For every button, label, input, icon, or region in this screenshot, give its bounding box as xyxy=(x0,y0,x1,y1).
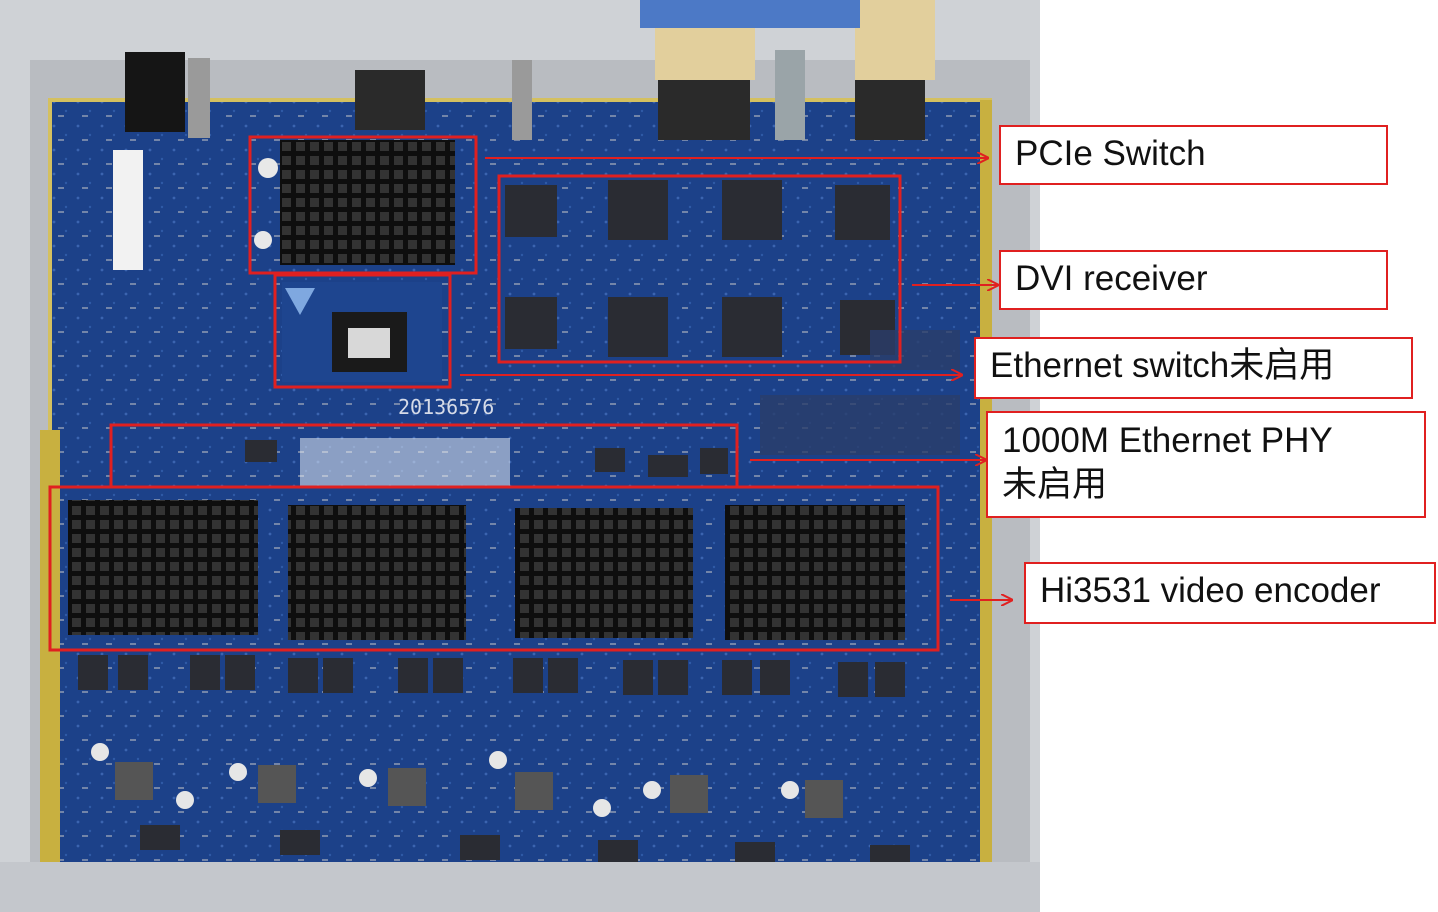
power-connector xyxy=(125,52,185,132)
callout-pcie-switch: PCIe Switch xyxy=(999,125,1388,185)
highlight-boxes xyxy=(48,135,940,652)
callout-pcie-text: PCIe Switch xyxy=(1015,134,1206,173)
dvi-receiver-chips xyxy=(505,180,895,357)
highlight-dvi xyxy=(497,174,902,364)
callout-ethernet-switch: Ethernet switch未启用 xyxy=(974,337,1413,399)
callout-dvi-text: DVI receiver xyxy=(1015,259,1208,298)
callout-phy-line2: 未启用 xyxy=(1002,464,1108,504)
pcie-heatsink xyxy=(280,140,455,265)
callout-eth-switch-text: Ethernet switch未启用 xyxy=(990,346,1335,385)
callout-phy-line1: 1000M Ethernet PHY xyxy=(1002,421,1333,460)
pcb-photo: 20136576 xyxy=(0,0,1040,912)
highlight-encoder xyxy=(48,485,940,652)
top-header xyxy=(355,70,425,130)
highlight-eth-switch xyxy=(273,273,452,389)
callout-video-encoder: Hi3531 video encoder xyxy=(1024,562,1436,624)
backplane-connector-2 xyxy=(855,0,935,80)
board-serial: 20136576 xyxy=(398,395,494,419)
callout-encoder-text: Hi3531 video encoder xyxy=(1040,571,1381,610)
highlight-pcie xyxy=(248,135,478,275)
callout-dvi-receiver: DVI receiver xyxy=(999,250,1388,310)
encoder-heatsinks xyxy=(68,500,905,640)
callout-ethernet-phy: 1000M Ethernet PHY 未启用 xyxy=(986,411,1426,518)
white-connector xyxy=(113,150,143,270)
